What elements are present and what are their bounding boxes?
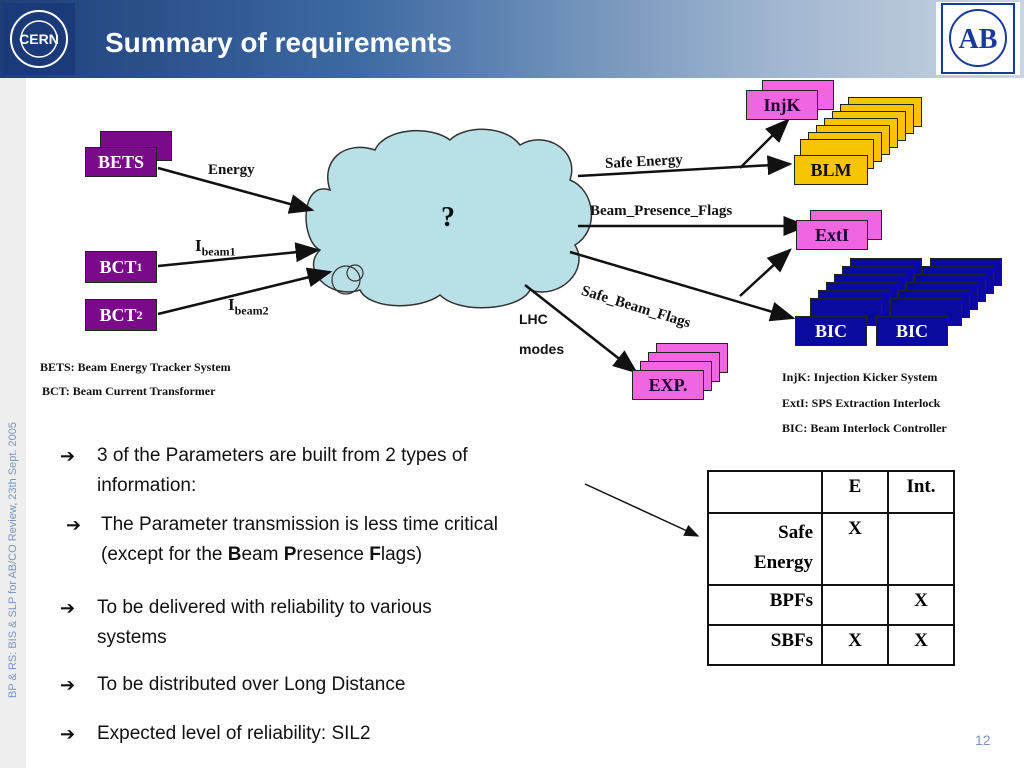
bullet-3: To be delivered with reliability to vari… bbox=[97, 593, 432, 653]
note-injk: InjK: Injection Kicker System bbox=[782, 370, 938, 384]
bullet-arrow-icon: ➔ bbox=[60, 675, 76, 695]
label-ibeam1: Ibeam1 bbox=[195, 236, 236, 259]
table-cell-e bbox=[821, 584, 889, 626]
table-cell-int bbox=[887, 512, 955, 586]
label-energy: Energy bbox=[208, 162, 255, 178]
bullet-2-lags: lags) bbox=[380, 544, 423, 565]
table-header-cell: Int. bbox=[887, 470, 955, 514]
bullet-5: Expected level of reliability: SIL2 bbox=[97, 723, 371, 744]
blm-box: BLM bbox=[794, 155, 868, 185]
row-name-line-1: Safe bbox=[778, 522, 813, 543]
bct2-sub: 2 bbox=[136, 307, 143, 322]
table-row-label: BPFs bbox=[707, 584, 823, 626]
bullet-2-p: P bbox=[283, 544, 297, 565]
arrow-exti-2 bbox=[739, 248, 792, 297]
exp-box: EXP. bbox=[632, 370, 704, 400]
arrow-to-table bbox=[584, 483, 700, 537]
bullet-2-f: F bbox=[369, 544, 381, 565]
ibeam2-i: I bbox=[228, 295, 235, 314]
page-number: 12 bbox=[975, 732, 991, 748]
bullet-3-line-1: To be delivered with reliability to vari… bbox=[97, 597, 432, 618]
bullet-arrow-icon: ➔ bbox=[66, 515, 82, 535]
note-bic: BIC: Beam Interlock Controller bbox=[782, 421, 947, 435]
bullet-2-line-1: The Parameter transmission is less time … bbox=[101, 514, 498, 535]
arrow-energy bbox=[157, 166, 315, 214]
bets-box: BETS bbox=[85, 147, 157, 177]
table-cell-int: X bbox=[887, 584, 955, 626]
ibeam1-sub: beam1 bbox=[201, 244, 236, 259]
note-bets: BETS: Beam Energy Tracker System bbox=[40, 360, 231, 374]
table-cell-e: X bbox=[821, 624, 889, 666]
arrow-injk bbox=[739, 118, 790, 169]
bullet-3-line-2: systems bbox=[97, 627, 167, 648]
cern-logo-text: CERN bbox=[19, 31, 59, 47]
bullet-arrow-icon: ➔ bbox=[60, 446, 76, 466]
bic-box-2: BIC bbox=[876, 316, 948, 346]
bullet-2-resence: resence bbox=[296, 544, 370, 565]
injk-box: InjK bbox=[746, 90, 818, 120]
bullet-1: 3 of the Parameters are built from 2 typ… bbox=[97, 441, 468, 501]
page-title: Summary of requirements bbox=[105, 27, 452, 58]
arrow-ibeam2 bbox=[157, 267, 333, 316]
label-modes: modes bbox=[519, 341, 565, 357]
cern-logo: CERN bbox=[3, 3, 75, 75]
cloud-question-mark: ? bbox=[441, 202, 455, 233]
arrow-safe-energy-blm bbox=[577, 155, 793, 178]
table-header-row: E Int. bbox=[707, 470, 955, 514]
row-name-line-2: Energy bbox=[753, 552, 813, 573]
bct1-sub: 1 bbox=[136, 259, 143, 274]
bullet-2-b: B bbox=[227, 544, 242, 565]
table-cell-e: X bbox=[821, 512, 889, 586]
note-exti: ExtI: SPS Extraction Interlock bbox=[782, 396, 941, 410]
table-row: SBFs X X bbox=[707, 624, 955, 666]
bullet-2: The Parameter transmission is less time … bbox=[101, 510, 498, 570]
bullet-arrow-icon: ➔ bbox=[60, 598, 76, 618]
bullet-2-eam: eam bbox=[241, 544, 284, 565]
label-beam-presence-flags: Beam_Presence_Flags bbox=[590, 203, 733, 219]
arrow-lhc-modes bbox=[524, 284, 638, 374]
bullet-arrow-icon: ➔ bbox=[60, 724, 76, 744]
note-bct: BCT: Beam Current Transformer bbox=[42, 384, 216, 398]
table-cell-int: X bbox=[887, 624, 955, 666]
label-lhc: LHC bbox=[519, 311, 548, 327]
bullet-1-line-2: information: bbox=[97, 475, 197, 496]
header-bar bbox=[0, 0, 1024, 78]
ab-logo-text: AB bbox=[959, 24, 998, 55]
bullet-1-line-1: 3 of the Parameters are built from 2 typ… bbox=[97, 445, 468, 466]
arrow-ibeam1 bbox=[157, 242, 321, 268]
table-row: BPFs X bbox=[707, 584, 955, 626]
table-header-cell bbox=[707, 470, 823, 514]
exti-box: ExtI bbox=[796, 220, 868, 250]
sidebar-strip bbox=[0, 78, 26, 768]
table-header-cell: E bbox=[821, 470, 889, 514]
bic-box-1: BIC bbox=[795, 316, 867, 346]
bullet-4: To be distributed over Long Distance bbox=[97, 674, 406, 695]
bullet-2-line-2: (except for the Beam Presence Flags) bbox=[101, 540, 498, 570]
arrow-safe-beam-bic bbox=[569, 250, 796, 322]
label-ibeam2: Ibeam2 bbox=[228, 295, 269, 318]
ibeam2-sub: beam2 bbox=[234, 303, 269, 318]
bullet-2-pre: (except for the bbox=[101, 544, 228, 565]
ibeam1-i: I bbox=[195, 236, 202, 255]
table-row-label: SBFs bbox=[707, 624, 823, 666]
ab-logo: AB bbox=[936, 2, 1020, 75]
bct1-label: BCT bbox=[99, 256, 137, 277]
bct2-label: BCT bbox=[99, 304, 137, 325]
